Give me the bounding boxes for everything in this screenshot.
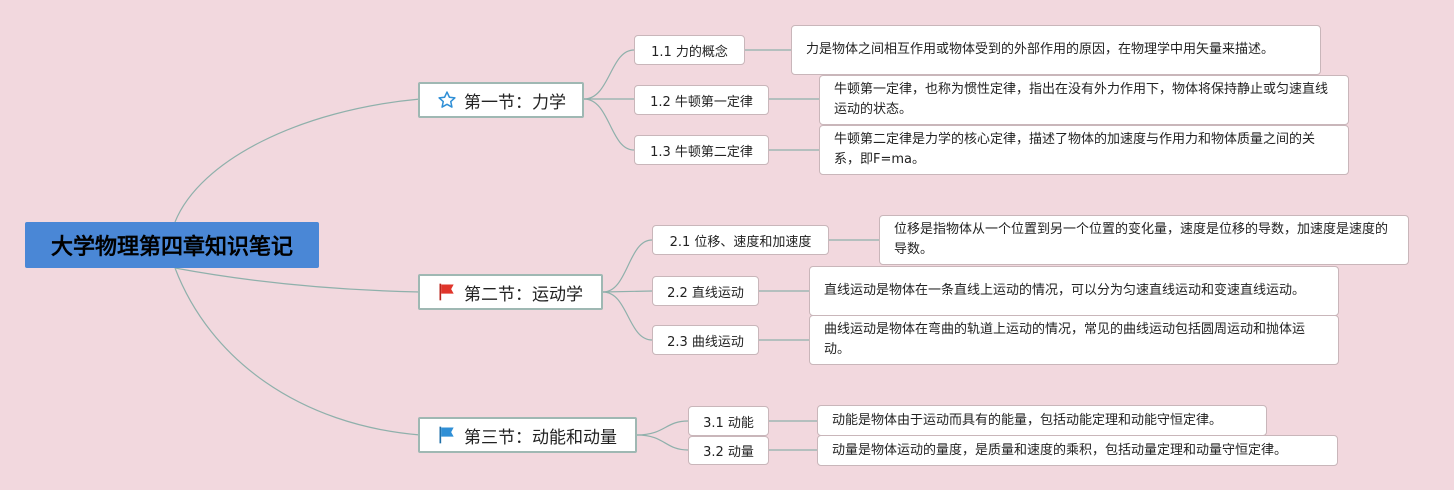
note-text: 动能是物体由于运动而具有的能量，包括动能定理和动能守恒定律。	[832, 412, 1223, 428]
note-text: 牛顿第一定律，也称为惯性定律，指出在没有外力作用下，物体将保持静止或匀速直线运动…	[834, 82, 1329, 117]
blue-flag-icon	[436, 424, 458, 446]
connector-s2-sub3	[602, 291, 653, 341]
connector-s3-sub2	[636, 434, 689, 451]
subtopic-label: 1.2 牛顿第一定律	[650, 94, 753, 110]
note-text: 曲线运动是物体在弯曲的轨道上运动的情况，常见的曲线运动包括圆周运动和抛体运动。	[824, 322, 1306, 357]
note-3-2[interactable]: 动量是物体运动的量度，是质量和速度的乘积，包括动量定理和动量守恒定律。	[817, 435, 1338, 466]
connector-s1-sub3	[583, 98, 635, 151]
note-1-3[interactable]: 牛顿第二定律是力学的核心定律，描述了物体的加速度与作用力和物体质量之间的关系，即…	[819, 125, 1349, 175]
note-1-1[interactable]: 力是物体之间相互作用或物体受到的外部作用的原因，在物理学中用矢量来描述。	[791, 25, 1321, 75]
subtopic-2-3[interactable]: 2.3 曲线运动	[652, 325, 759, 355]
subtopic-label: 1.3 牛顿第二定律	[650, 144, 753, 160]
subtopic-3-1[interactable]: 3.1 动能	[688, 406, 769, 436]
subtopic-1-2[interactable]: 1.2 牛顿第一定律	[634, 85, 769, 115]
note-text: 直线运动是物体在一条直线上运动的情况，可以分为匀速直线运动和变速直线运动。	[824, 283, 1306, 298]
subtopic-label: 3.2 动量	[703, 445, 754, 460]
star-outline-icon	[436, 89, 458, 111]
section-1-topic[interactable]: 第一节：力学	[418, 82, 584, 118]
subtopic-3-2[interactable]: 3.2 动量	[688, 436, 769, 465]
subtopic-1-1[interactable]: 1.1 力的概念	[634, 35, 745, 65]
root-title: 大学物理第四章知识笔记	[50, 235, 293, 260]
note-2-1[interactable]: 位移是指物体从一个位置到另一个位置的变化量，速度是位移的导数，加速度是速度的导数…	[879, 215, 1409, 265]
note-text: 动量是物体运动的量度，是质量和速度的乘积，包括动量定理和动量守恒定律。	[832, 442, 1288, 458]
subtopic-label: 3.1 动能	[703, 415, 754, 431]
section-1-title: 第一节：力学	[464, 92, 566, 113]
note-text: 牛顿第二定律是力学的核心定律，描述了物体的加速度与作用力和物体质量之间的关系，即…	[834, 132, 1316, 167]
connector-s2-sub1	[602, 239, 653, 293]
section-2-title: 第二节：运动学	[464, 284, 583, 305]
subtopic-label: 2.3 曲线运动	[667, 334, 744, 350]
connector-s3-sub1	[636, 420, 689, 436]
section-2-topic[interactable]: 第二节：运动学	[418, 274, 603, 310]
subtopic-2-2[interactable]: 2.2 直线运动	[652, 276, 759, 306]
note-2-2[interactable]: 直线运动是物体在一条直线上运动的情况，可以分为匀速直线运动和变速直线运动。	[809, 266, 1339, 316]
note-text: 位移是指物体从一个位置到另一个位置的变化量，速度是位移的导数，加速度是速度的导数…	[894, 222, 1389, 257]
section-3-title: 第三节：动能和动量	[464, 427, 617, 448]
connector-root-section-1	[174, 98, 421, 223]
connector-root-section-2	[174, 267, 421, 293]
note-2-3[interactable]: 曲线运动是物体在弯曲的轨道上运动的情况，常见的曲线运动包括圆周运动和抛体运动。	[809, 315, 1339, 365]
root-topic[interactable]: 大学物理第四章知识笔记	[25, 222, 319, 268]
section-3-topic[interactable]: 第三节：动能和动量	[418, 417, 637, 453]
note-3-1[interactable]: 动能是物体由于运动而具有的能量，包括动能定理和动能守恒定律。	[817, 405, 1267, 436]
subtopic-1-3[interactable]: 1.3 牛顿第二定律	[634, 135, 769, 165]
connector-root-section-3	[174, 267, 421, 436]
connector-s2-sub2	[602, 290, 653, 293]
note-1-2[interactable]: 牛顿第一定律，也称为惯性定律，指出在没有外力作用下，物体将保持静止或匀速直线运动…	[819, 75, 1349, 125]
red-flag-icon	[436, 281, 458, 303]
subtopic-label: 1.1 力的概念	[651, 44, 728, 60]
connector-s1-sub1	[583, 49, 635, 100]
subtopic-label: 2.1 位移、速度和加速度	[669, 234, 812, 250]
note-text: 力是物体之间相互作用或物体受到的外部作用的原因，在物理学中用矢量来描述。	[806, 42, 1275, 57]
subtopic-label: 2.2 直线运动	[667, 285, 744, 301]
subtopic-2-1[interactable]: 2.1 位移、速度和加速度	[652, 225, 829, 255]
